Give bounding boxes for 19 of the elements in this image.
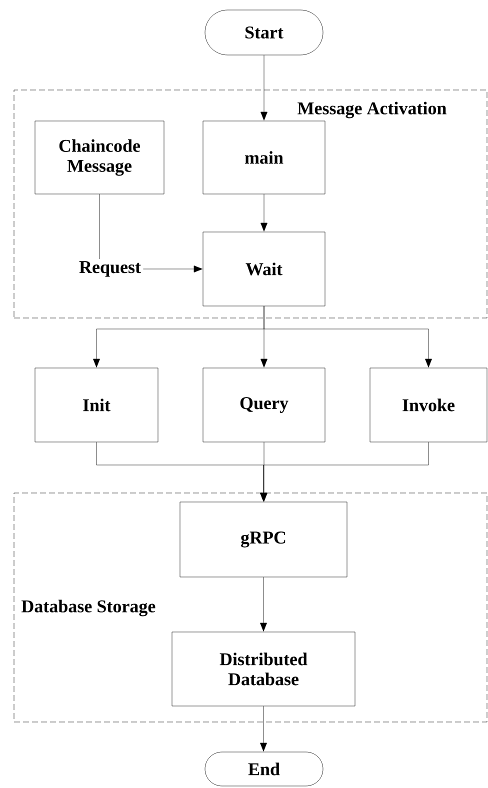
- process-box: Query: [202, 368, 326, 442]
- process-box: Chaincode Message: [34, 120, 164, 194]
- process-box: gRPC: [180, 502, 348, 578]
- group-label: Message Activation: [296, 100, 448, 120]
- arrow: [143, 266, 202, 272]
- arrow: [260, 55, 268, 120]
- arrow: [260, 577, 267, 632]
- text-label: Request: [79, 261, 141, 277]
- process-box: Distributed Database: [172, 632, 356, 706]
- arrow: [264, 306, 432, 368]
- arrow: [260, 442, 429, 502]
- connector-line: [99, 194, 100, 260]
- process-box: main: [202, 120, 326, 194]
- group-label: Database Storage: [20, 598, 157, 618]
- arrow: [260, 706, 267, 752]
- arrow: [260, 194, 268, 232]
- process-box: Init: [34, 368, 158, 442]
- process-box: Invoke: [370, 368, 488, 442]
- process-box: Wait: [202, 232, 326, 306]
